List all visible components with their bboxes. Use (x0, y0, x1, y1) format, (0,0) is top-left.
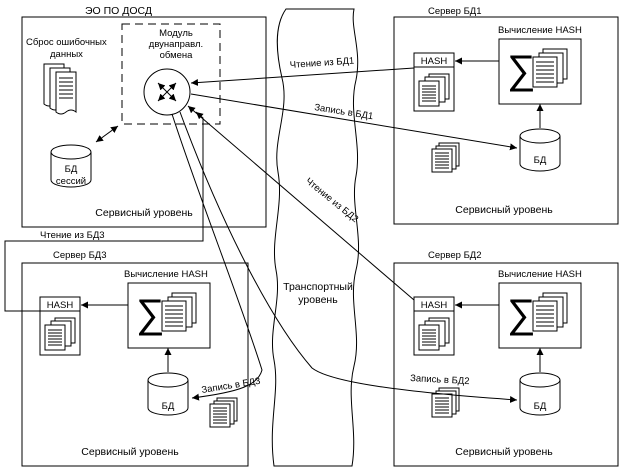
server1-block: Сервер БД1 Вычисление HASH ∑ HASH БД Сер… (393, 6, 619, 225)
server1-docs-icon (431, 142, 460, 173)
transport-cloud (271, 8, 359, 467)
server1-title: Сервер БД1 (428, 6, 482, 17)
error-reset-label-2: данных (50, 49, 83, 60)
write-bd3-arrow (171, 113, 263, 401)
server2-title: Сервер БД2 (428, 250, 482, 261)
server3-frame (21, 262, 249, 467)
module-label-1: Модуль (159, 28, 193, 39)
sigma-icon: ∑ (507, 48, 536, 92)
read-bd3-label: Чтение из БД3 (40, 230, 105, 241)
sigma-icon: ∑ (136, 292, 165, 336)
write-bd3-label: Запись в БД3 (201, 376, 261, 396)
server1-hash-label: HASH (421, 56, 448, 67)
server2-block: Сервер БД2 Вычисление HASH ∑ HASH БД Сер… (393, 250, 619, 467)
server1-db-label: БД (534, 155, 547, 166)
server1-service-level: Сервисный уровень (455, 204, 553, 216)
server3-block: Сервер БД3 Вычисление HASH ∑ HASH БД Сер… (21, 250, 249, 467)
eo-title: ЭО ПО ДОСД (85, 5, 152, 17)
server3-hash-label: HASH (47, 300, 74, 311)
write-bd2-label: Запись в БД2 (410, 373, 470, 387)
transport-label-1: Транспортный (283, 281, 353, 293)
server3-service-level: Сервисный уровень (81, 446, 179, 458)
read-bd1-arrow (190, 67, 415, 87)
error-reset-label-1: Сброс ошибочных (26, 37, 107, 48)
session-exchange-arrow (95, 125, 119, 143)
eo-block: ЭО ПО ДОСД Сброс ошибочных данных Модуль… (21, 5, 267, 228)
module-label-2: двунаправл. (149, 39, 203, 50)
sigma-icon: ∑ (507, 292, 536, 336)
eo-service-level: Сервисный уровень (95, 207, 193, 219)
session-db-label-2: сессий (56, 176, 86, 187)
server2-service-level: Сервисный уровень (455, 446, 553, 458)
server2-docs-icon (431, 387, 460, 418)
server3-title: Сервер БД3 (53, 250, 107, 261)
read-bd3-arrow (4, 111, 204, 312)
server2-frame (393, 262, 619, 467)
server2-db-label: БД (534, 401, 547, 412)
server3-docs-icon (209, 397, 238, 428)
module-dashed-frame (121, 23, 221, 125)
server2-hash-label: HASH (421, 300, 448, 311)
read-bd2-arrow (187, 105, 415, 301)
server3-compute-label: Вычисление HASH (124, 269, 208, 280)
session-db-label-1: БД (65, 164, 78, 175)
eo-frame (21, 16, 267, 228)
read-bd1-label: Чтение из БД1 (289, 56, 354, 71)
module-label-3: обмена (160, 50, 194, 61)
server1-compute-label: Вычисление HASH (498, 25, 582, 36)
write-bd1-arrow (190, 93, 518, 151)
server1-frame (393, 16, 619, 225)
error-docs-icon (43, 63, 77, 115)
write-bd2-arrow (179, 111, 518, 404)
server3-db-label: БД (162, 401, 175, 412)
server2-compute-label: Вычисление HASH (498, 269, 582, 280)
transport-label-2: уровень (298, 294, 338, 306)
router-icon (143, 68, 191, 116)
